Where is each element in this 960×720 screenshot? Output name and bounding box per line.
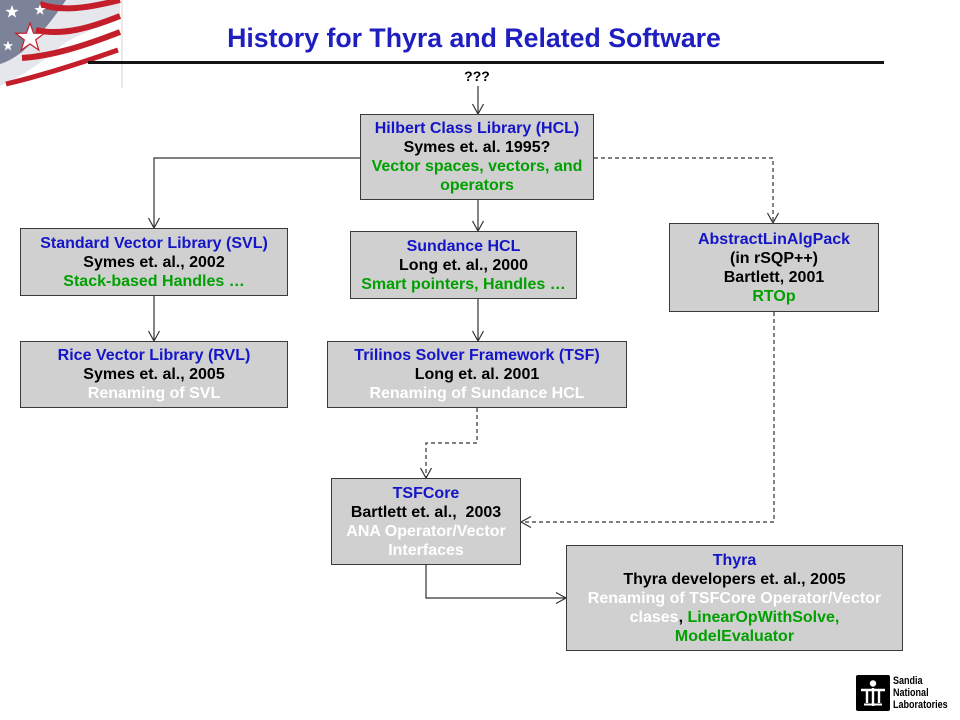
box-sundance: Sundance HCL Long et. al., 2000 Smart po… xyxy=(350,231,577,299)
box-thyra-mixed-note: clases, LinearOpWithSolve, xyxy=(630,608,840,627)
box-sundance-note: Smart pointers, Handles … xyxy=(361,275,566,293)
connector-hcl-to-svl xyxy=(147,157,360,230)
sandia-logo: Sandia National Laboratories xyxy=(856,675,950,712)
box-abstractlinalgpack: AbstractLinAlgPack (in rSQP++) Bartlett,… xyxy=(669,223,879,312)
box-tsf-author: Long et. al. 2001 xyxy=(414,366,540,383)
box-hcl: Hilbert Class Library (HCL) Symes et. al… xyxy=(360,114,594,200)
box-thyra-author: Thyra developers et. al., 2005 xyxy=(623,570,846,588)
logo-line-national: National xyxy=(893,687,929,699)
thunderbird-icon xyxy=(856,675,890,711)
connector-abstractlinalgpack-to-tsfcore xyxy=(519,312,775,529)
box-abstractlinalgpack-note: RTOp xyxy=(752,287,796,305)
connector-tsfcore-to-thyra xyxy=(425,565,568,605)
logo-line-sandia: Sandia xyxy=(893,675,923,687)
title-rule xyxy=(88,61,884,64)
box-rvl-note: Renaming of SVL xyxy=(87,385,221,402)
connector-tsf-to-tsfcore xyxy=(419,408,478,480)
box-tsfcore-note: ANA Operator/Vector xyxy=(346,522,506,540)
flag-stripe xyxy=(38,0,121,12)
box-hcl-author: Symes et. al. 1995? xyxy=(403,139,551,156)
logo-line-laboratories: Laboratories xyxy=(893,699,948,711)
page-title: History for Thyra and Related Software xyxy=(227,23,721,53)
box-abstractlinalgpack-author: Bartlett, 2001 xyxy=(723,268,825,286)
box-sundance-name: Sundance HCL xyxy=(406,237,521,255)
box-tsfcore-note: Interfaces xyxy=(388,541,464,559)
box-thyra-note-rename-part: clases xyxy=(629,608,679,626)
box-abstractlinalgpack-name: AbstractLinAlgPack xyxy=(697,230,851,248)
connector-hcl-to-abstractlinalgpack xyxy=(594,157,780,225)
box-rvl-name: Rice Vector Library (RVL) xyxy=(57,347,251,364)
sandia-logo-wordmark: Sandia National Laboratories xyxy=(893,675,948,711)
box-tsfcore-name: TSFCore xyxy=(392,484,460,502)
box-rvl: Rice Vector Library (RVL) Symes et. al.,… xyxy=(20,341,288,408)
thunderbird-icon-body xyxy=(865,688,881,706)
origin-label: ??? xyxy=(464,68,490,84)
box-thyra-note-new-part: LinearOpWithSolve, xyxy=(687,608,840,626)
box-thyra-note-new: ModelEvaluator xyxy=(674,627,795,645)
box-tsfcore-author: Bartlett et. al., 2003 xyxy=(350,503,502,521)
box-tsf-name: Trilinos Solver Framework (TSF) xyxy=(354,347,600,364)
box-hcl-note: Vector spaces, vectors, and xyxy=(371,158,583,175)
box-rvl-author: Symes et. al., 2005 xyxy=(83,366,225,383)
flag-stripe xyxy=(21,29,122,61)
box-sundance-author: Long et. al., 2000 xyxy=(399,256,528,274)
box-hcl-name: Hilbert Class Library (HCL) xyxy=(374,120,580,137)
box-tsf: Trilinos Solver Framework (TSF) Long et.… xyxy=(327,341,627,408)
box-svl-name: Standard Vector Library (SVL) xyxy=(40,234,268,252)
box-hcl-note: operators xyxy=(440,177,514,194)
box-svl-note: Stack-based Handles … xyxy=(63,272,245,290)
box-thyra-note: Renaming of TSFCore Operator/Vector xyxy=(587,589,882,607)
flag-stripe xyxy=(35,13,122,35)
box-abstractlinalgpack-context: (in rSQP++) xyxy=(729,249,819,267)
box-svl-author: Symes et. al., 2002 xyxy=(83,253,225,271)
box-tsf-note: Renaming of Sundance HCL xyxy=(369,385,585,402)
box-thyra-name: Thyra xyxy=(712,551,757,569)
box-thyra-note-separator: , xyxy=(678,608,688,626)
thunderbird-icon-head xyxy=(869,680,877,687)
box-thyra: Thyra Thyra developers et. al., 2005 Ren… xyxy=(566,545,903,651)
box-svl: Standard Vector Library (SVL) Symes et. … xyxy=(20,228,288,296)
flag-graphic xyxy=(0,0,123,88)
box-tsfcore: TSFCore Bartlett et. al., 2003 ANA Opera… xyxy=(331,478,521,565)
flag-stripe xyxy=(5,47,119,87)
